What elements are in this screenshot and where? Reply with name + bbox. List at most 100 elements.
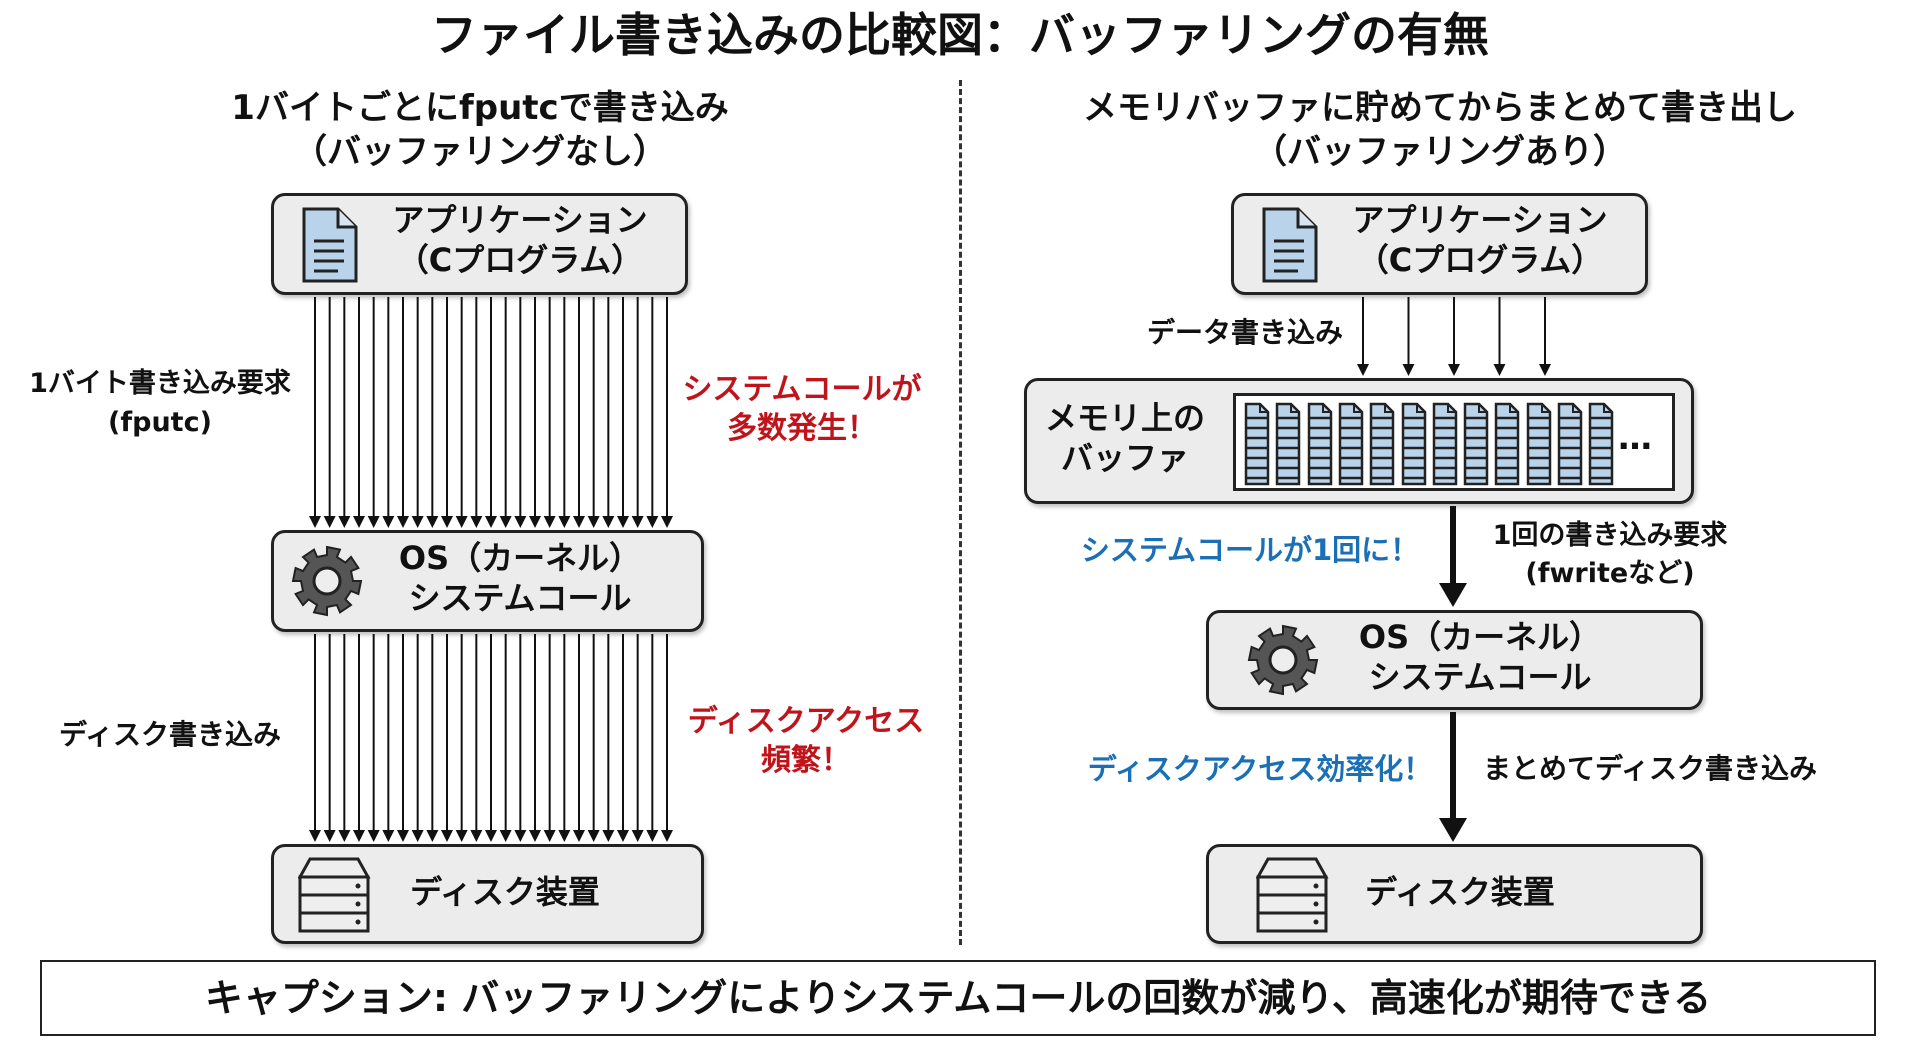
disk-efficiency-note: ディスクアクセス効率化！: [1087, 752, 1433, 786]
syscall-arrow: [587, 297, 600, 528]
disk-write-arrow: [426, 634, 439, 842]
syscall-arrow: [661, 297, 673, 528]
disk-write-arrow: [514, 634, 527, 842]
syscall-arrow: [309, 297, 321, 528]
syscall-arrow: [441, 297, 453, 528]
right-request-label: 1回の書き込み要求(fwriteなど): [1492, 520, 1728, 589]
disk-write-arrow: [661, 634, 673, 842]
syscall-arrow: [602, 297, 615, 528]
gear-icon: [291, 545, 363, 617]
syscall-arrow: [543, 297, 556, 528]
data-write-arrow: [1448, 297, 1460, 376]
disk-write-arrow: [397, 634, 409, 842]
disk-write-arrow: [367, 634, 380, 842]
left-subheading: （バッファリングなし）: [293, 132, 667, 172]
syscall-arrow: [353, 297, 365, 528]
buffer-block-icon: [1463, 402, 1489, 486]
syscall-arrow: [367, 297, 380, 528]
left-os-label: OS（カーネル）システムコール: [398, 539, 642, 617]
disk-write-arrow: [353, 634, 365, 842]
divider: [959, 80, 962, 945]
syscall-arrow: [558, 297, 571, 528]
data-write-arrow: [1539, 297, 1551, 376]
document-icon: [1262, 207, 1318, 283]
disk-write-arrow: [529, 634, 541, 842]
syscall-arrow: [397, 297, 409, 528]
document-icon: [302, 207, 358, 283]
disk-write-arrow: [411, 634, 424, 842]
syscall-arrow: [573, 297, 585, 528]
syscall-arrow: [485, 297, 497, 528]
disk-write-arrow: [587, 634, 600, 842]
disk-write-arrow: [485, 634, 497, 842]
syscall-arrow: [499, 297, 512, 528]
page-title: ファイル書き込みの比較図：バッファリングの有無: [431, 8, 1489, 62]
buffer-block-icon: [1369, 402, 1395, 486]
syscall-arrow: [455, 297, 468, 528]
data-write-arrow: [1357, 297, 1369, 376]
gear-icon: [1247, 624, 1319, 696]
syscall-arrow: [631, 297, 644, 528]
disk-write-arrow: [455, 634, 468, 842]
data-write-arrow: [1493, 297, 1506, 376]
syscall-arrow: [382, 297, 395, 528]
syscall-arrow: [338, 297, 351, 528]
buffer-block-icon: [1401, 402, 1426, 486]
buffer-block-icon: [1307, 402, 1332, 486]
syscall-arrow: [411, 297, 424, 528]
disk-write-arrow: [323, 634, 336, 842]
batch-disk-write-arrow: [1439, 712, 1467, 842]
syscall-arrow: [529, 297, 541, 528]
single-syscall-arrow: [1439, 506, 1467, 607]
right-os-box: [1206, 610, 1703, 710]
buffer-block-icon: [1526, 402, 1551, 486]
right-heading: メモリバッファに貯めてからまとめて書き出し: [1083, 88, 1797, 128]
buffer-ellipsis: …: [1618, 418, 1652, 458]
buffer-block-icon: [1276, 402, 1301, 486]
caption: キャプション: バッファリングによりシステムコールの回数が減り、高速化が期待でき…: [204, 976, 1712, 1020]
disk-icon: [1256, 857, 1329, 933]
right-app-label: アプリケーション（Cプログラム）: [1352, 201, 1608, 279]
disk-write-arrow: [499, 634, 512, 842]
buffer-block-icon: [1495, 402, 1520, 486]
left-disk-write-label: ディスク書き込み: [58, 718, 282, 751]
syscall-arrow: [426, 297, 439, 528]
data-write-arrow: [1402, 297, 1415, 376]
left-syscall-warning: システムコールが多数発生！: [682, 372, 922, 446]
right-data-write-label: データ書き込み: [1146, 316, 1343, 349]
left-heading: 1バイトごとにfputcで書き込み: [231, 88, 729, 128]
left-disk-warning: ディスクアクセス頻繁！: [687, 704, 925, 778]
disk-write-arrow: [646, 634, 659, 842]
syscall-arrow: [514, 297, 527, 528]
disk-write-arrow: [543, 634, 556, 842]
disk-write-arrow: [558, 634, 571, 842]
left-request-label: 1バイト書き込み要求(fputc): [29, 368, 291, 439]
disk-write-arrow: [631, 634, 644, 842]
syscall-arrow: [617, 297, 629, 528]
disk-write-arrow: [617, 634, 629, 842]
memory-buffer-label: メモリ上のバッファ: [1044, 399, 1205, 477]
disk-write-arrow: [602, 634, 615, 842]
buffer-block-icon: [1338, 402, 1364, 486]
buffer-block-icon: [1432, 402, 1458, 486]
buffer-block-icon: [1244, 402, 1270, 486]
disk-write-arrow: [338, 634, 351, 842]
disk-write-arrow: [309, 634, 321, 842]
buffer-block-icon: [1589, 402, 1614, 486]
left-app-label: アプリケーション（Cプログラム）: [392, 201, 648, 279]
right-subheading: （バッファリングあり）: [1253, 132, 1627, 172]
syscall-arrow: [470, 297, 483, 528]
left-disk-label: ディスク装置: [410, 873, 600, 911]
disk-write-arrow: [382, 634, 395, 842]
syscall-once-note: システムコールが1回に！: [1080, 533, 1420, 567]
disk-write-arrow: [470, 634, 483, 842]
right-os-label: OS（カーネル）システムコール: [1358, 618, 1602, 696]
right-disk-label: ディスク装置: [1365, 873, 1555, 911]
syscall-arrow: [646, 297, 659, 528]
buffer-block-icon: [1557, 402, 1583, 486]
disk-write-arrow: [441, 634, 453, 842]
disk-icon: [298, 857, 371, 933]
batch-write-label: まとめてディスク書き込み: [1482, 752, 1818, 785]
caption-box: [40, 960, 1876, 1036]
